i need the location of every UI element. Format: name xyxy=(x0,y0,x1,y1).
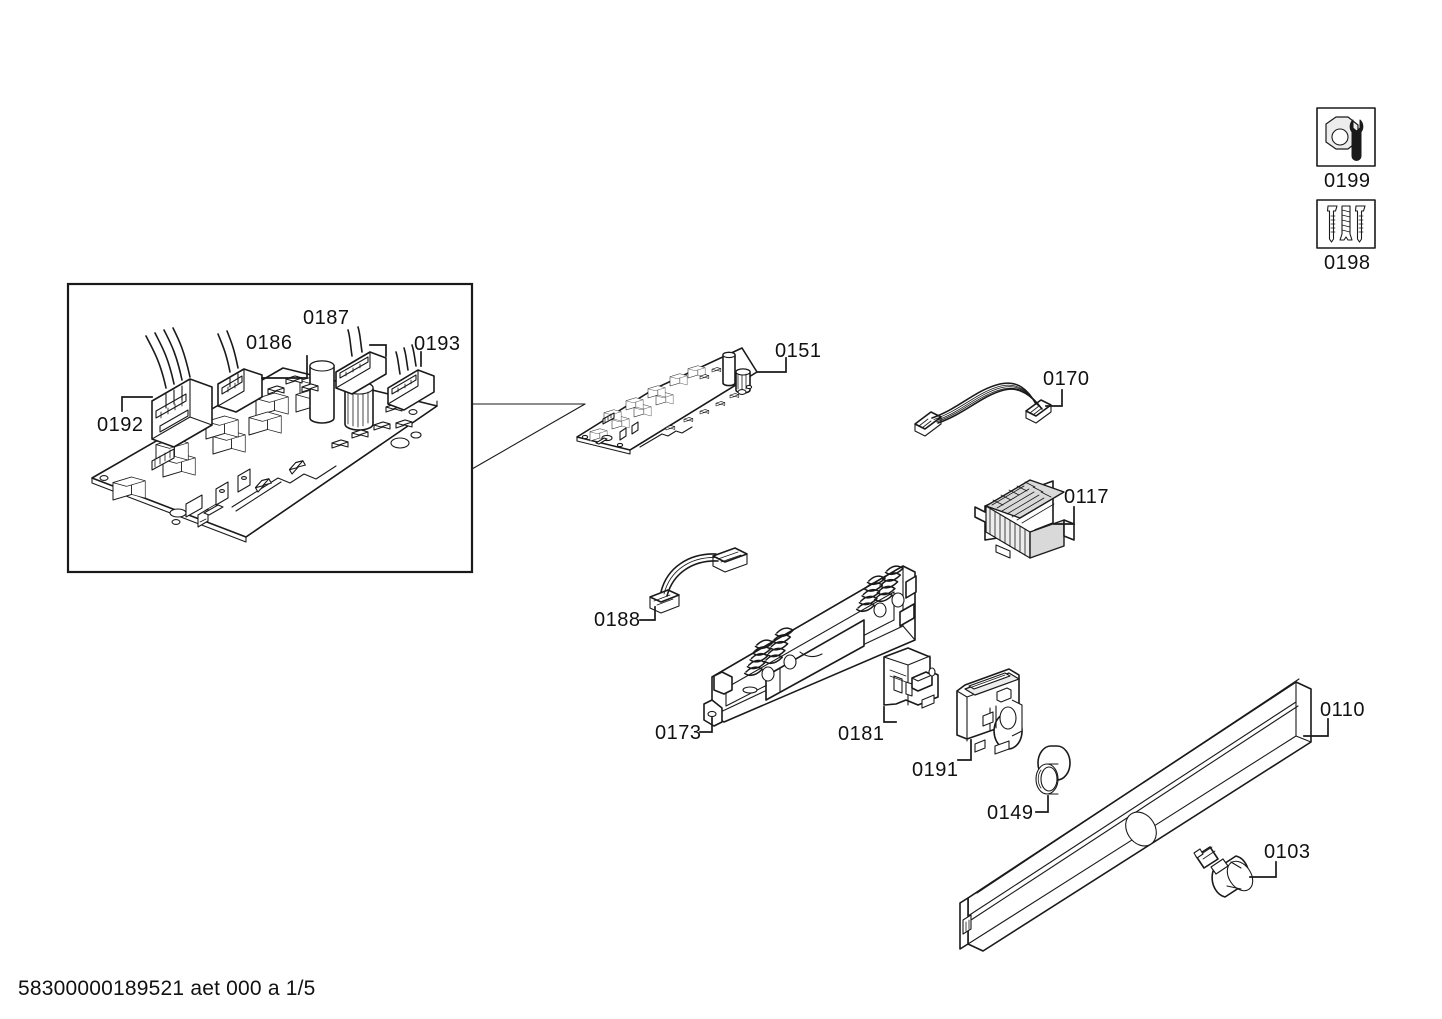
callout-0103: 0103 xyxy=(1264,841,1311,863)
legend-group: 0199 0198 xyxy=(1316,107,1376,274)
detail-box-frame xyxy=(66,282,474,574)
callout-0149: 0149 xyxy=(987,802,1034,824)
connector-0187 xyxy=(335,326,387,395)
connector-0192 xyxy=(145,327,213,448)
part-0110-panel-fascia xyxy=(959,678,1312,952)
callout-leader-0188 xyxy=(639,606,656,621)
callout-0170: 0170 xyxy=(1043,368,1090,390)
callout-leader-0170 xyxy=(1045,389,1063,407)
part-0103-control-knob xyxy=(1193,846,1254,898)
callout-leader-0149 xyxy=(1035,795,1049,813)
part-0191-rotary-housing xyxy=(956,668,1023,755)
legend-icon-0198 xyxy=(1316,199,1376,249)
callout-0186: 0186 xyxy=(246,332,293,354)
part-0117-heat-sink xyxy=(974,479,1075,559)
legend-number-0199: 0199 xyxy=(1324,170,1371,192)
callout-leader-0117 xyxy=(1053,506,1075,525)
connector-0186 xyxy=(217,330,263,413)
callout-0117: 0117 xyxy=(1064,486,1109,508)
part-0181-switch-module xyxy=(883,647,939,709)
callout-0187: 0187 xyxy=(303,307,350,329)
part-0173-panel-frame xyxy=(703,565,917,727)
callout-leader-0173 xyxy=(699,717,713,733)
part-0149-bezel-ring xyxy=(1035,745,1071,795)
callout-0191: 0191 xyxy=(912,759,959,781)
part-0170-ribbon-cable xyxy=(914,382,1052,437)
callout-0173: 0173 xyxy=(655,722,702,744)
part-0151-relay-board xyxy=(576,347,758,455)
callout-0110: 0110 xyxy=(1320,699,1365,721)
callout-leader-0103 xyxy=(1249,861,1277,878)
callout-leader-0191 xyxy=(957,739,972,761)
legend-number-0198: 0198 xyxy=(1324,252,1371,274)
callout-leader-0181 xyxy=(883,706,897,723)
part-0188-cable-harness xyxy=(649,547,748,614)
legend-icon-0199 xyxy=(1316,107,1376,167)
pcb-enlarged-assembly xyxy=(91,326,438,543)
callout-0181: 0181 xyxy=(838,723,885,745)
callout-0192: 0192 xyxy=(97,414,144,436)
callout-0188: 0188 xyxy=(594,609,641,631)
detail-box-callouts: 0192 0186 0187 0193 xyxy=(97,307,461,436)
callout-0193: 0193 xyxy=(414,333,461,355)
callout-leader-0151 xyxy=(756,357,787,373)
connector-0193 xyxy=(387,344,435,411)
callout-leader-0110 xyxy=(1303,718,1329,737)
detail-box-leader-lines xyxy=(471,403,586,470)
callout-0151: 0151 xyxy=(775,340,822,362)
sheet-footer-code: 58300000189521 aet 000 a 1/5 xyxy=(18,977,316,1000)
